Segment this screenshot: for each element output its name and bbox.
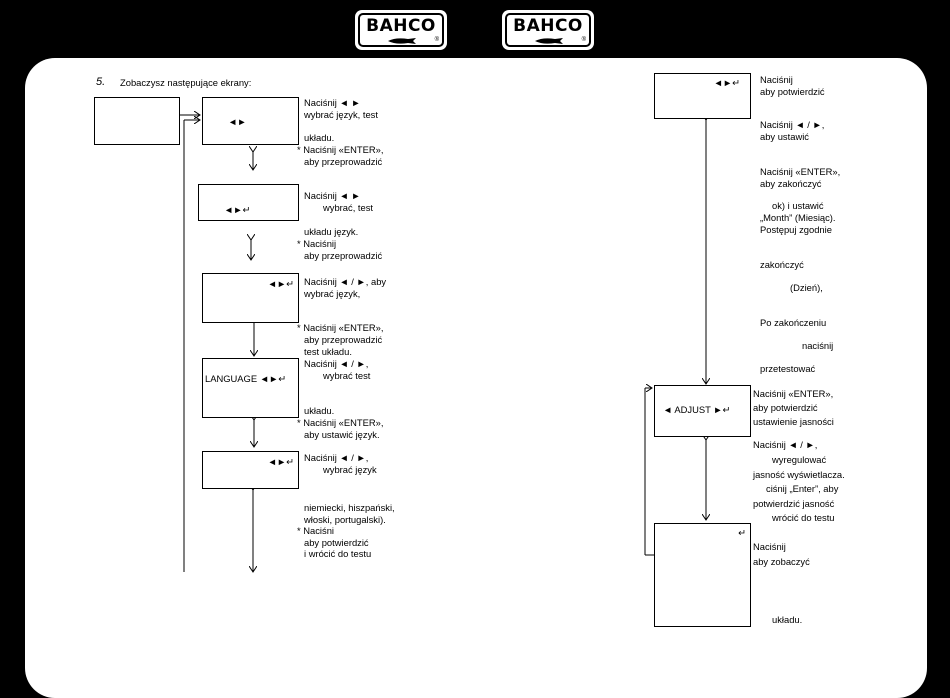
fish-icon [388,38,416,44]
registered-icon: ® [581,37,586,43]
screen-box-language: LANGUAGE ◄►↵ [202,358,299,418]
instruction-text: ustawienie jasności [753,416,834,427]
instruction-text: zakończyć [760,259,804,270]
instruction-text: aby potwierdzić [760,86,825,97]
instruction-text: * Naciśnij «ENTER», [297,322,384,333]
instruction-text: wybrać język, test [304,109,378,120]
instruction-text: Postępuj zgodnie [760,224,832,235]
instruction-text: układu. [304,132,335,143]
step-number: 5. [96,76,106,88]
screen-box-1: ◄► [202,97,299,145]
flow-arrows [180,0,950,674]
screen-box-label: ◄ ADJUST ►↵ [663,404,731,415]
screen-box-label: ↵ [738,527,746,538]
instruction-text: przetestować [760,363,816,374]
bahco-logo-left: BAHCO ® [355,10,447,50]
instruction-text: Naciśnij ◄ / ►, [760,119,825,130]
instruction-text: układu. [772,614,803,625]
instruction-text: * Naciśnij «ENTER», [297,144,384,155]
screen-box-blank [94,97,180,145]
screen-box-right-3: ↵ [654,523,751,627]
screen-box-adjust: ◄ ADJUST ►↵ [654,385,751,437]
screen-box-3: ◄►↵ [202,273,299,323]
instruction-text: aby zakończyć [760,178,822,189]
instruction-text: Po zakończeniu [760,317,827,328]
instruction-text: wybrać, test [323,202,374,213]
bahco-logo-right: BAHCO ® [502,10,594,50]
registered-icon: ® [434,37,439,43]
instruction-text: Naciśnij ◄ ► [304,190,361,201]
screen-box-2: ◄►↵ [198,184,299,221]
instruction-text: włoski, portugalski). [304,514,386,525]
screen-box-label: ◄► [228,116,247,127]
instruction-text: aby przeprowadzić [304,156,383,167]
instruction-text: potwierdzić jasność [753,498,835,509]
screen-box-label: ◄►↵ [713,77,740,88]
screen-box-label: ◄►↵ [224,204,251,215]
instruction-text: naciśnij [802,340,834,351]
instruction-text: ok) i ustawić [772,200,824,211]
instruction-text: Naciśnij ◄ / ►, [753,439,818,450]
instruction-text: wybrać test [323,370,371,381]
instruction-text: aby ustawić [760,131,809,142]
instruction-text: * Naciśnij [297,238,337,249]
instruction-text: * Naciśni [297,525,334,536]
instruction-text: Naciśnij ◄ / ►, [304,358,369,369]
instruction-text: test układu. [304,346,352,357]
instruction-text: Naciśnij ◄ / ►, aby [304,276,387,287]
instruction-text: Naciśnij [760,74,793,85]
instruction-text: wybrać język [323,464,377,475]
step-title: Zobaczysz następujące ekrany: [120,77,252,88]
instruction-text: Naciśnij ◄ ► [304,97,361,108]
instruction-text: ciśnij „Enter”, aby [766,483,839,494]
screen-box-label: ◄►↵ [267,278,294,289]
screen-box-right-1: ◄►↵ [654,73,751,119]
instruction-text: Naciśnij [753,541,786,552]
instruction-text: niemiecki, hiszpański, [304,502,395,513]
instruction-text: aby zobaczyć [753,556,810,567]
instruction-text: wybrać język, [304,288,361,299]
instruction-text: aby przeprowadzić [304,334,383,345]
instruction-text: jasność wyświetlacza. [753,469,845,480]
instruction-text: aby ustawić język. [304,429,380,440]
fish-icon [535,38,563,44]
manual-page [25,58,927,698]
instruction-text: Naciśnij «ENTER», [760,166,841,177]
screen-box-label: LANGUAGE ◄►↵ [205,373,287,384]
logo-text: BAHCO [366,16,436,36]
logo-text: BAHCO [513,16,583,36]
screen-box-5: ◄►↵ [202,451,299,489]
instruction-text: Naciśnij «ENTER», [753,388,834,399]
screen-box-label: ◄►↵ [267,456,294,467]
instruction-text: * Naciśnij «ENTER», [297,417,384,428]
instruction-text: aby potwierdzić [304,537,369,548]
instruction-text: (Dzień), [790,282,823,293]
instruction-text: układu. [304,405,335,416]
instruction-text: wyregulować [772,454,827,465]
instruction-text: i wrócić do testu [304,548,372,559]
instruction-text: aby przeprowadzić [304,250,383,261]
instruction-text: wrócić do testu [772,512,835,523]
instruction-text: „Month” (Miesiąc). [760,212,836,223]
instruction-text: Naciśnij ◄ / ►, [304,452,369,463]
instruction-text: aby potwierdzić [753,402,818,413]
instruction-text: układu język. [304,226,359,237]
